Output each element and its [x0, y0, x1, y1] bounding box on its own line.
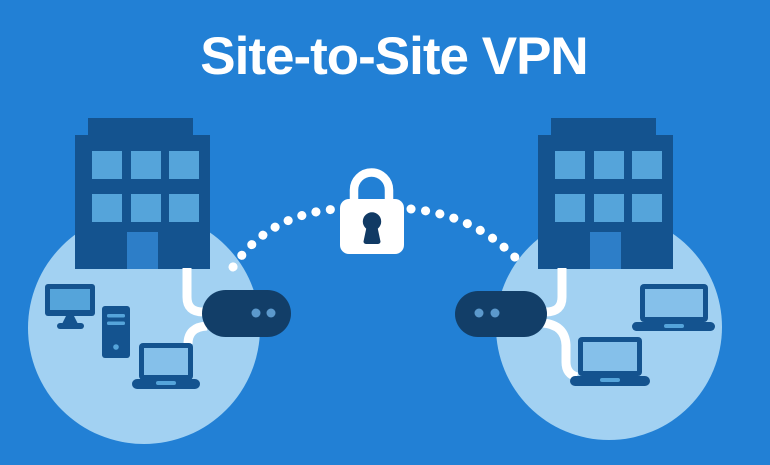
router-right-icon	[455, 291, 547, 337]
padlock-keyhole-stem	[363, 225, 381, 244]
router-led	[490, 308, 500, 318]
building-window	[555, 194, 585, 222]
laptop-screen	[144, 348, 188, 375]
desktop-monitor-icon	[45, 284, 95, 329]
padlock-icon	[340, 168, 404, 254]
office-building-left-icon	[75, 118, 210, 269]
laptop-notch	[664, 324, 684, 328]
tower-body	[102, 306, 130, 358]
building-window	[92, 151, 122, 179]
router-body	[455, 291, 547, 337]
vpn-tunnel-dotted-link-left	[228, 204, 341, 272]
site-left-circle	[28, 212, 260, 444]
laptop-screen	[583, 342, 637, 371]
building-window	[555, 151, 585, 179]
building-door	[127, 232, 158, 269]
building-window	[131, 151, 161, 179]
laptop-notch	[156, 381, 176, 385]
building-window	[92, 194, 122, 222]
monitor-neck	[62, 316, 78, 324]
laptop-notch	[600, 378, 620, 382]
building-window	[169, 151, 199, 179]
router-led	[474, 308, 484, 318]
router-left-icon	[202, 290, 291, 337]
page-title: Site-to-Site VPN	[200, 27, 587, 86]
router-led	[251, 308, 261, 318]
monitor-screen	[50, 289, 90, 310]
tower-power-button	[113, 344, 119, 350]
router-body	[202, 290, 291, 337]
laptop-left-icon	[132, 343, 200, 389]
laptop-right-lower-icon	[570, 337, 650, 386]
vpn-tunnel-dotted-link-right	[406, 204, 529, 272]
padlock-shackle	[349, 168, 394, 202]
site-right-circle	[496, 214, 722, 440]
pc-tower-icon	[102, 306, 130, 358]
building-door	[590, 232, 621, 269]
building-window	[594, 151, 624, 179]
connector-left-router-to-laptop	[183, 321, 208, 345]
building-window	[594, 194, 624, 222]
building-window	[632, 194, 662, 222]
building-window	[169, 194, 199, 222]
laptop-screen	[645, 289, 703, 317]
tower-vent	[107, 321, 125, 325]
laptop-right-upper-icon	[632, 284, 715, 331]
office-building-right-icon	[538, 118, 673, 269]
router-led	[266, 308, 276, 318]
monitor-base	[57, 323, 84, 329]
connector-right-router-to-laptop	[542, 318, 579, 382]
building-window	[632, 151, 662, 179]
tower-vent	[107, 314, 125, 318]
building-window	[131, 194, 161, 222]
